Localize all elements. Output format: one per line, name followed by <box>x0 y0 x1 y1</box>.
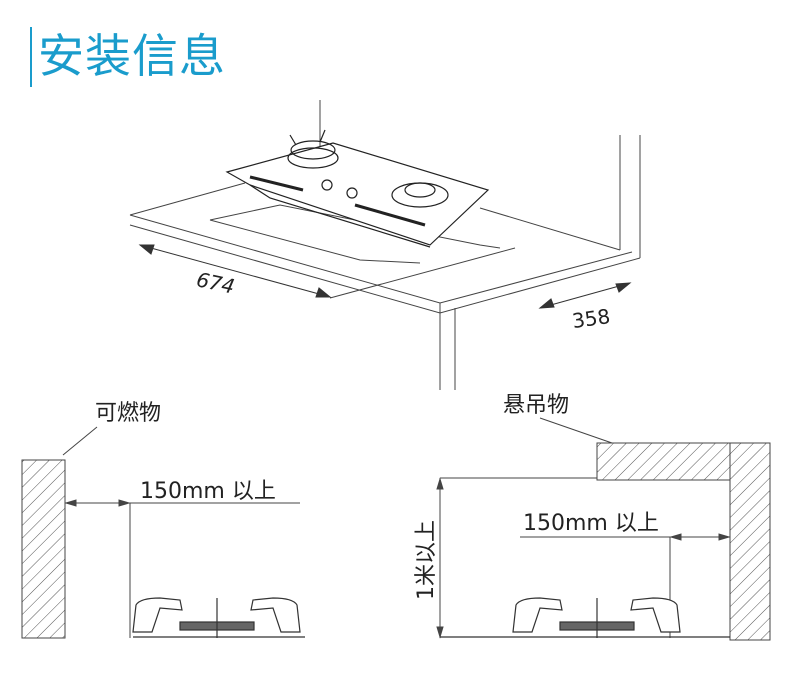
depth-dimension <box>538 282 632 309</box>
side-clearance-label: 150mm 以上 <box>140 479 276 504</box>
page-title: 安装信息 <box>30 27 226 87</box>
leader-line <box>62 426 98 456</box>
height-dimension <box>436 477 597 639</box>
depth-label: 358 <box>571 304 612 333</box>
side-clearance-dimension <box>64 499 300 638</box>
width-dimension <box>138 244 332 298</box>
side-wall <box>729 442 771 641</box>
stove-side-view-right <box>440 597 730 638</box>
leader-line <box>539 417 613 444</box>
cooktop-iso <box>225 129 490 248</box>
hanging-object-label: 悬吊物 <box>503 393 569 418</box>
height-label: 1米以上 <box>414 520 439 600</box>
countertop-iso <box>129 100 641 390</box>
side-clearance-label-right: 150mm 以上 <box>523 511 659 536</box>
hanging-cabinet <box>596 442 731 481</box>
combustible-label: 可燃物 <box>95 401 161 426</box>
width-label: 674 <box>194 267 236 298</box>
side-clearance-dimension-right <box>520 533 731 638</box>
combustible-wall <box>21 459 66 639</box>
stove-side-view <box>132 597 305 638</box>
